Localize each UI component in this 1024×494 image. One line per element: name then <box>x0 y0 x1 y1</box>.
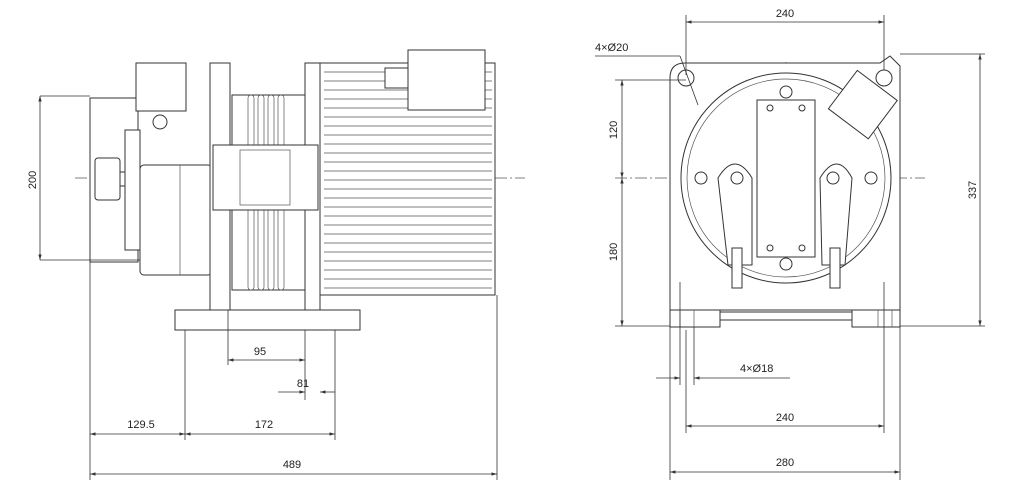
cable-gland <box>152 114 168 130</box>
brake-pad-right <box>829 247 841 289</box>
brake-plate <box>124 129 141 251</box>
cover-plate <box>756 99 816 258</box>
dim-label-left-offset: 129.5 <box>127 419 155 431</box>
brake-arm-left <box>717 163 753 266</box>
dim-label-base-holes: 4×Ø18 <box>740 363 773 375</box>
dim-label-lower-height: 180 <box>608 243 620 261</box>
brake-disc <box>139 164 213 276</box>
base-foot-right <box>851 309 901 328</box>
motor-gland <box>384 67 409 89</box>
dim-label-groove-width: 95 <box>254 346 266 358</box>
base-foot-left <box>669 309 721 328</box>
bearing-block <box>212 144 319 211</box>
dim-label-upper-height: 120 <box>608 121 620 139</box>
bolts <box>694 85 878 271</box>
side-view: 200 95 81 129.5 172 489 <box>27 49 525 480</box>
base-bar <box>719 311 853 321</box>
front-view: 240 4×Ø20 120 180 337 4×Ø18 240 280 <box>595 8 985 480</box>
junction-box-motor <box>407 49 486 111</box>
dim-label-offset: 81 <box>297 378 309 390</box>
dim-label-total-height: 337 <box>967 181 979 199</box>
leader <box>679 55 699 106</box>
brake-pad-left <box>731 247 743 289</box>
dim-label-height: 200 <box>27 171 39 189</box>
brake-arm-right <box>819 163 853 266</box>
junction-box-left <box>135 62 187 112</box>
dim-label-base-spacing: 172 <box>255 419 273 431</box>
dim-label-top-hole-spacing: 240 <box>776 8 794 20</box>
encoder <box>94 157 121 201</box>
base-plate <box>174 309 361 331</box>
junction-box <box>827 69 898 140</box>
mounting-hole <box>875 69 893 87</box>
dim-label-top-holes: 4×Ø20 <box>595 42 628 54</box>
dim-label-base-width: 280 <box>776 457 794 469</box>
dim-label-base-hole-spacing: 240 <box>776 412 794 424</box>
housing-rim <box>686 78 886 278</box>
dim-label-total-length: 489 <box>283 459 301 471</box>
bearing-inner <box>239 149 291 206</box>
